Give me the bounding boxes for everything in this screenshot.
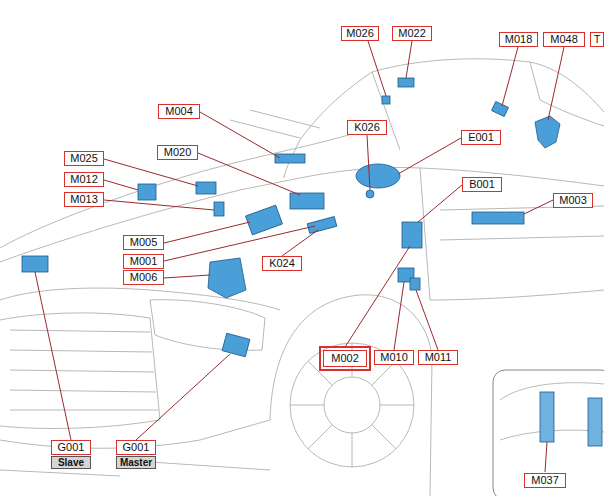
callout-code: M001 (124, 255, 163, 268)
callout-label: M003 (553, 193, 593, 208)
variant-tag: Slave (51, 456, 91, 469)
callout-code: M018 (500, 33, 537, 46)
callout-code: M025 (65, 152, 103, 165)
callout-label: M010 (374, 350, 414, 365)
leader-lines (35, 41, 564, 440)
callout-code: M022 (393, 27, 431, 40)
callout-label: K026 (347, 120, 387, 135)
callout-label: M006 (123, 270, 164, 285)
callout-code: G001 (117, 441, 155, 454)
callout-code: M013 (65, 193, 103, 206)
callout-code: M004 (159, 105, 199, 118)
callout-label: M002 (323, 350, 367, 367)
callout-label: G001 (116, 440, 156, 455)
callout-code: K024 (263, 257, 301, 270)
callout-label: M048 (543, 32, 585, 47)
callout-code: M005 (124, 236, 163, 249)
callout-code: Master (117, 457, 155, 468)
callout-label: T (590, 32, 604, 47)
callout-label: M012 (64, 172, 104, 187)
callout-label: M013 (64, 192, 104, 207)
callout-code: M010 (375, 351, 413, 364)
callout-code: K026 (348, 121, 386, 134)
callout-label: M001 (123, 254, 164, 269)
callout-label: M005 (123, 235, 164, 250)
callout-label: M022 (392, 26, 432, 41)
callout-code: M003 (554, 194, 592, 207)
callout-label: M026 (341, 26, 379, 41)
callout-code: M048 (544, 33, 584, 46)
callout-label: M020 (157, 145, 198, 160)
callout-code: G001 (52, 441, 90, 454)
callout-code: Slave (52, 457, 90, 468)
callout-code: B001 (463, 178, 501, 191)
callout-label: M037 (524, 473, 566, 488)
callout-code: E001 (462, 131, 500, 144)
callout-code: M002 (324, 352, 366, 365)
callout-label: E001 (461, 130, 501, 145)
callout-code: M026 (342, 27, 378, 40)
callout-label: M018 (499, 32, 538, 47)
callout-label: G001 (51, 440, 91, 455)
callout-label: M004 (158, 104, 200, 119)
callout-code: M012 (65, 173, 103, 186)
inset-view (493, 370, 604, 496)
callout-label: M011 (418, 350, 458, 365)
callout-label: K024 (262, 256, 302, 271)
component-shapes (22, 78, 560, 357)
callout-code: M011 (419, 351, 457, 364)
callout-code: M006 (124, 271, 163, 284)
callout-label: M025 (64, 151, 104, 166)
callout-label: B001 (462, 177, 502, 192)
callout-code: M037 (525, 474, 565, 487)
callout-code: M020 (158, 146, 197, 159)
callout-code: T (591, 33, 603, 46)
variant-tag: Master (116, 456, 156, 469)
